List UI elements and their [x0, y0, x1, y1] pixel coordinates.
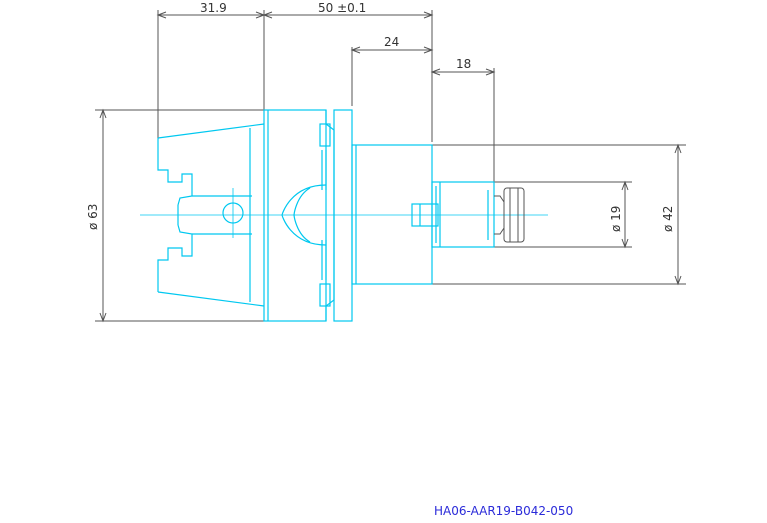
- dim-dia-42: ø 42: [661, 206, 675, 232]
- dim-24: 24: [384, 35, 399, 49]
- part-number: HA06-AAR19-B042-050: [434, 504, 573, 518]
- end-mill-cutter: [494, 187, 525, 243]
- dimension-lines: [95, 10, 686, 323]
- tool-holder-outline: [140, 109, 548, 322]
- dim-dia-19: ø 19: [609, 206, 623, 232]
- dim-50: 50 ±0.1: [318, 1, 366, 15]
- dim-18: 18: [456, 57, 471, 71]
- dim-dia-63: ø 63: [86, 204, 100, 230]
- dim-31-9: 31.9: [200, 1, 227, 15]
